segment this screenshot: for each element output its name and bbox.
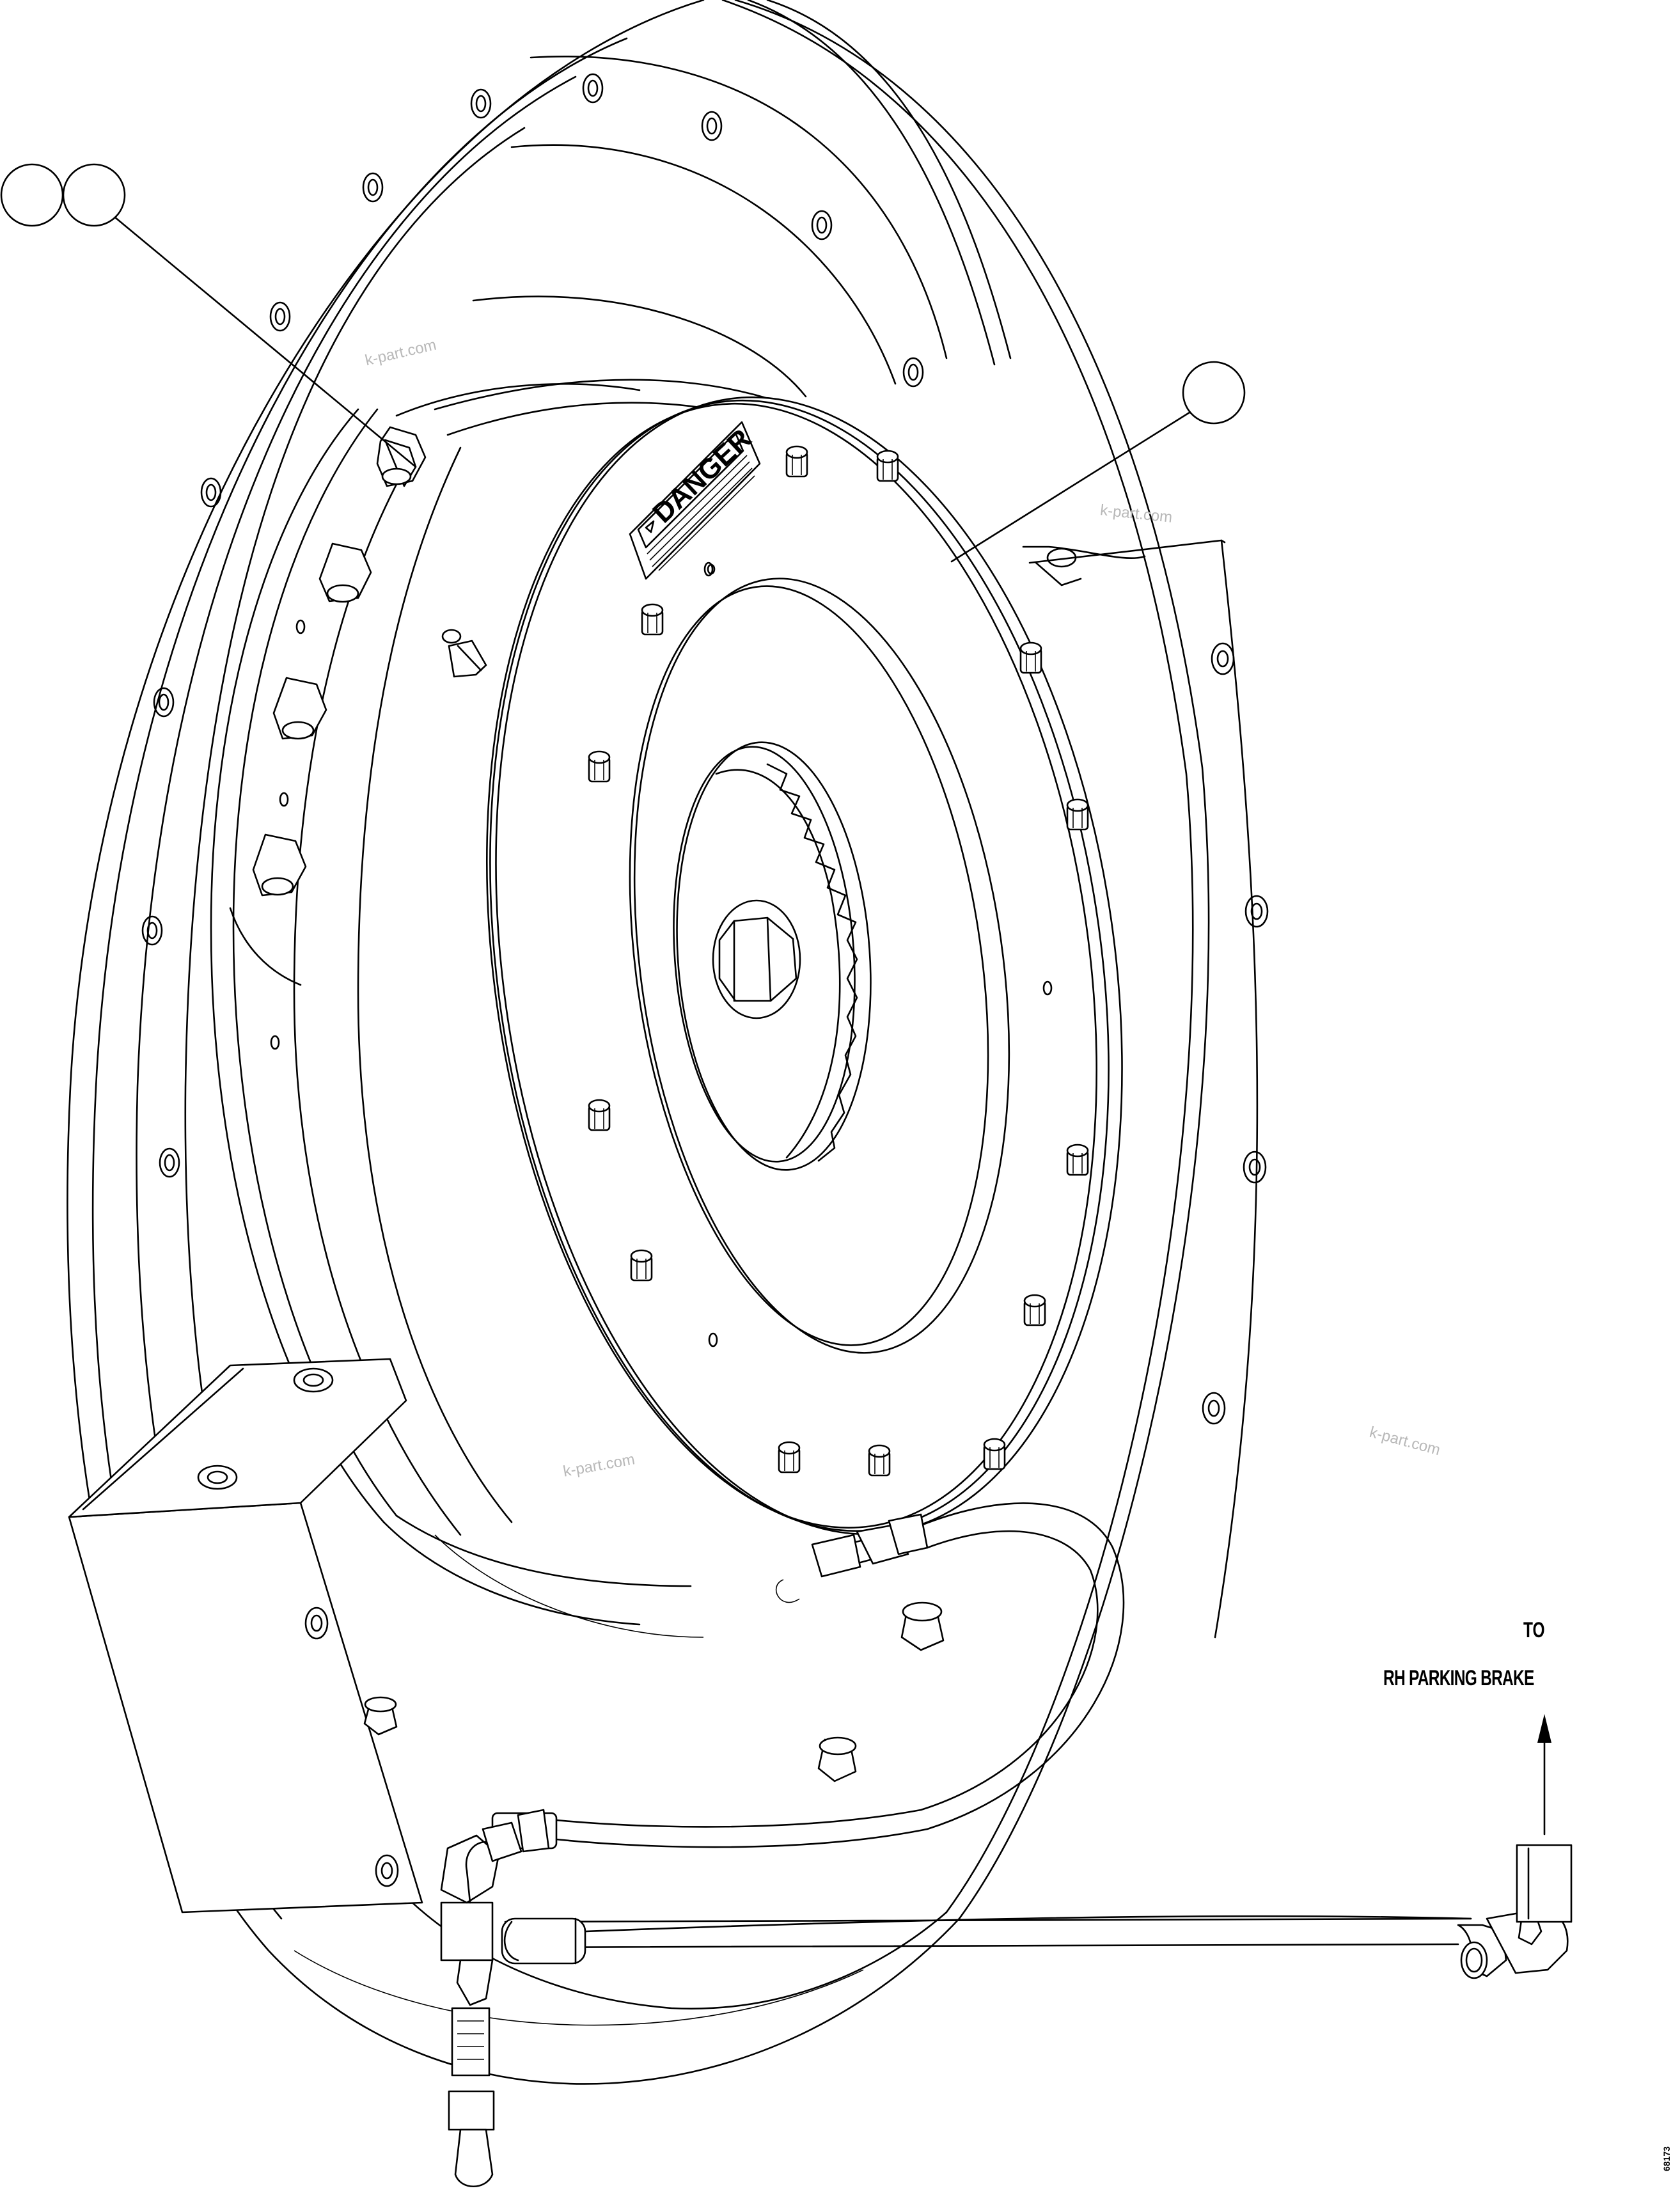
direction-arrow	[1537, 1714, 1551, 1835]
grease-fitting	[441, 629, 487, 678]
mounting-studs	[363, 1601, 945, 1782]
mounting-bracket-right	[1022, 539, 1269, 1639]
cover-holes	[703, 562, 1053, 1348]
back-plate-bolt-holes	[141, 73, 924, 1178]
callout-leader-1	[114, 216, 417, 468]
hub-nut	[712, 899, 801, 1019]
mounting-bracket-left	[68, 1358, 423, 1914]
figure-code: 68173	[1661, 2146, 1672, 2171]
brake-housing	[210, 379, 948, 1638]
tee-fitting-assembly	[440, 1821, 522, 2188]
hydraulic-hose-lower	[501, 1844, 1573, 1979]
callout-balloon-1	[0, 163, 64, 227]
flange-holes	[270, 619, 306, 1050]
hub-spline	[715, 763, 858, 1162]
callout-balloon-2	[62, 163, 126, 227]
brake-front-cover	[486, 396, 1123, 1536]
annotation-to: TO	[1523, 1618, 1545, 1642]
annotation-rh-parking-brake: RH PARKING BRAKE	[1383, 1666, 1534, 1690]
callout-balloon-3	[1182, 361, 1246, 425]
danger-plate	[629, 421, 761, 580]
callout-leader-3	[950, 411, 1191, 563]
cover-bolts	[588, 445, 1089, 1477]
housing-flange-bolts	[252, 426, 427, 897]
